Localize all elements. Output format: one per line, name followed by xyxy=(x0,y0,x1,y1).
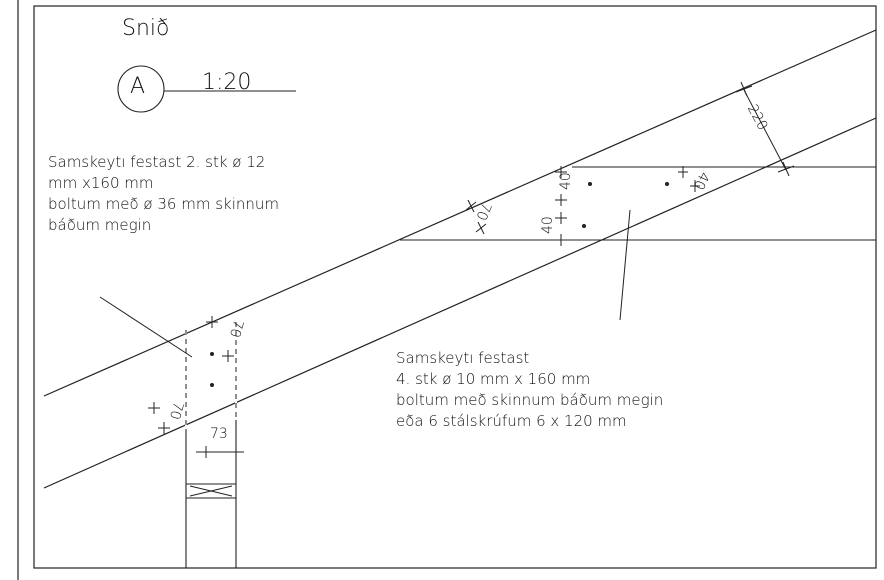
dim-post-width: 73 xyxy=(210,426,228,442)
dim-tick xyxy=(148,402,160,414)
leader-line-top-note xyxy=(99,296,193,358)
scale-label: 1:20 xyxy=(202,70,252,95)
drawing-frame xyxy=(33,5,877,569)
beam-depth-dim-ticks xyxy=(735,81,795,177)
dim-tick xyxy=(678,166,688,178)
leader-line-bottom-note xyxy=(619,209,631,321)
bolt-hole xyxy=(665,182,669,186)
bolt-holes xyxy=(210,182,669,387)
bolt-hole xyxy=(210,352,214,356)
dim-tick xyxy=(158,422,170,434)
dimension-ticks xyxy=(148,166,700,458)
dim-tick xyxy=(465,199,477,213)
bolt-hole xyxy=(210,383,214,387)
bolt-hole xyxy=(588,182,592,186)
blocking-box xyxy=(185,483,237,499)
section-mark-letter: A xyxy=(130,74,146,99)
dim-bolt-spacing-mid: 40 xyxy=(540,216,556,234)
dim-tick xyxy=(555,234,567,246)
dim-tick xyxy=(555,166,567,178)
drawing-title: Snið xyxy=(122,16,170,41)
section-mark-circle xyxy=(117,65,165,113)
dim-tick xyxy=(222,350,234,362)
dim-tick xyxy=(555,194,567,206)
dim-tick xyxy=(690,180,700,192)
rafter-bottom-edge xyxy=(43,117,877,489)
dim-tick xyxy=(555,212,567,224)
dim-tick xyxy=(206,316,218,328)
note-top: Samskeytı festast 2. stk ø 12 mm x160 mm… xyxy=(48,153,280,234)
beam-depth-dim-line xyxy=(743,89,787,171)
dim-tick xyxy=(475,221,487,235)
note-bottom: Samskeytı festast 4. stk ø 10 mm x 160 m… xyxy=(396,349,664,430)
dim-bolt-spacing-top: 40 xyxy=(558,172,574,190)
blocking-cross xyxy=(189,485,233,497)
bolt-hole xyxy=(582,224,586,228)
